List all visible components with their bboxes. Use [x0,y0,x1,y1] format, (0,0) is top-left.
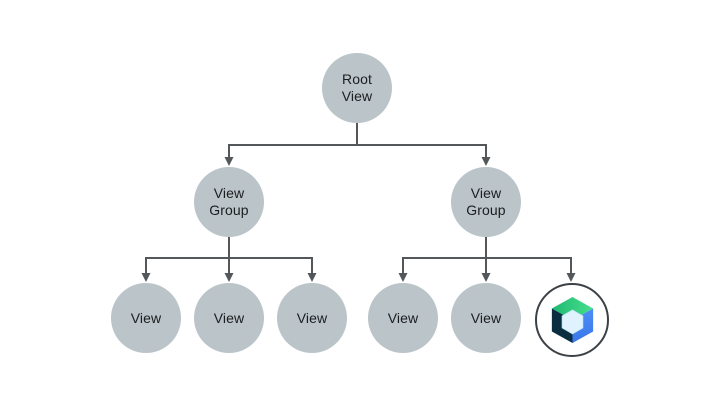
node-view-right-2: View [451,283,521,353]
arrowhead-icon [224,157,234,166]
node-label: View [296,309,328,326]
node-root-view: Root View [322,53,392,123]
node-view-left-1: View [111,283,181,353]
jetpack-compose-icon [551,296,593,344]
node-view-group-left: View Group [194,167,264,237]
node-view-left-3: View [277,283,347,353]
arrowhead-icon [566,273,576,282]
node-label: View [470,309,502,326]
node-label: View [213,309,245,326]
node-label: Group [466,202,506,218]
node-jetpack-compose [535,283,609,357]
node-label: View [341,88,373,104]
node-view-left-2: View [194,283,264,353]
compose-logo-top-face [551,296,593,320]
node-label: Root [342,71,372,87]
node-label: View [213,185,245,201]
node-label: View [130,309,162,326]
arrowhead-icon [307,273,317,282]
compose-logo-inner-hexagon [561,309,583,335]
arrowhead-icon [141,273,151,282]
node-view-right-1: View [368,283,438,353]
arrowhead-icon [398,273,408,282]
arrowhead-icon [481,273,491,282]
node-label: View [387,309,419,326]
node-label: Group [209,202,249,218]
node-label: View [470,185,502,201]
arrowhead-icon [481,157,491,166]
arrowhead-icon [224,273,234,282]
node-view-group-right: View Group [451,167,521,237]
edge-level1-bracket [228,144,487,158]
